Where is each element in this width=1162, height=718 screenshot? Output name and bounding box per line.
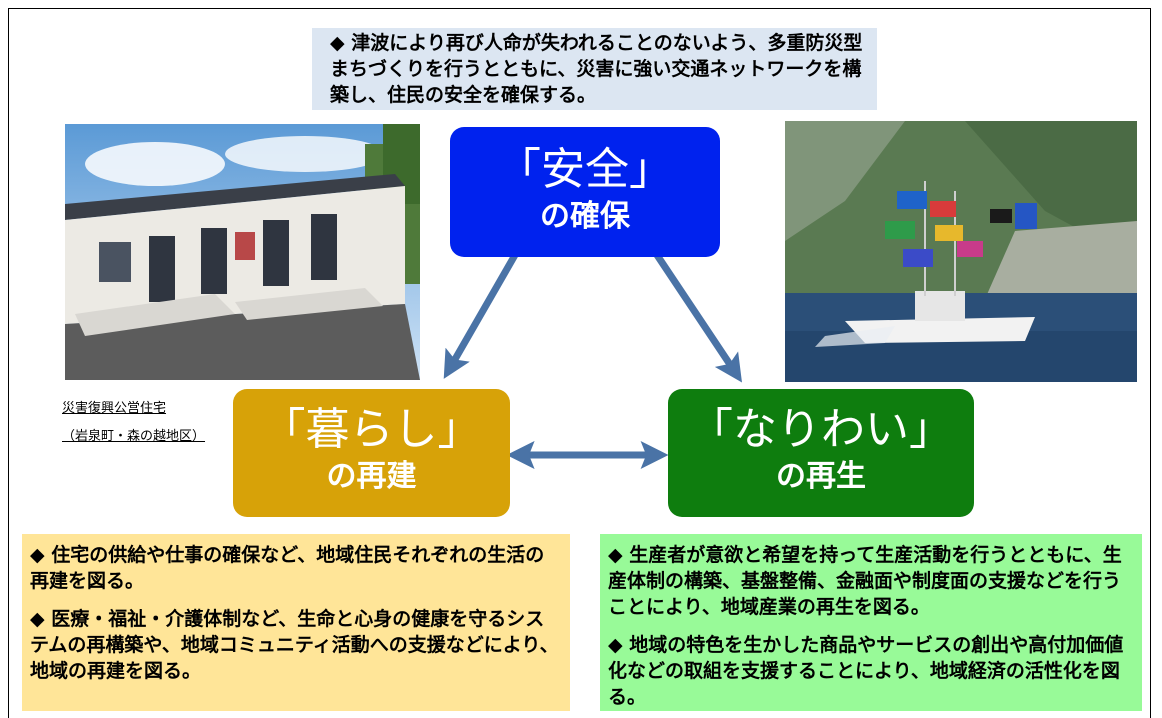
photo-caption-title: 災害復興公営住宅: [62, 401, 167, 416]
safety-subtitle: の確保: [540, 199, 630, 234]
diagram-frame: [8, 8, 1151, 718]
photo-caption-location: （岩泉町・森の越地区）: [62, 429, 206, 444]
livelihood-description: ◆ 生産者が意欲と希望を持って生産活動を行うとともに、生産体制の構築、基盤整備、…: [600, 534, 1142, 711]
arrow-safety-to-livelihood: [654, 253, 742, 383]
living-description-item-1: ◆ 住宅の供給や仕事の確保など、地域住民それぞれの生活の再建を図る。: [30, 544, 545, 592]
livelihood-description-item-1: ◆ 生産者が意欲と希望を持って生産活動を行うとともに、生産体制の構築、基盤整備、…: [608, 544, 1122, 618]
safety-box: 「安全」 の確保: [450, 127, 720, 257]
livelihood-box: 「なりわい」 の再生: [668, 389, 974, 517]
public-housing-photo: [65, 124, 420, 380]
living-subtitle: の再建: [326, 459, 417, 494]
livelihood-title: 「なりわい」: [689, 404, 953, 455]
fishing-boat-photo: [785, 121, 1137, 382]
arrow-safety-to-living: [443, 253, 519, 379]
living-title: 「暮らし」: [261, 404, 482, 455]
livelihood-description-item-2: ◆ 地域の特色を生かした商品やサービスの創出や高付加価値化などの取組を支援するこ…: [608, 634, 1124, 708]
living-box: 「暮らし」 の再建: [233, 389, 510, 517]
safety-title: 「安全」: [497, 144, 673, 195]
living-description-item-2: ◆ 医療・福祉・介護体制など、生命と心身の健康を守るシステムの再構築や、地域コミ…: [30, 608, 559, 682]
safety-description-text: ◆ 津波により再び人命が失われることのないよう、多重防災型まちづくりを行うととも…: [330, 32, 863, 106]
livelihood-subtitle: の再生: [776, 459, 866, 494]
safety-description: ◆ 津波により再び人命が失われることのないよう、多重防災型まちづくりを行うととも…: [312, 28, 877, 110]
living-description: ◆ 住宅の供給や仕事の確保など、地域住民それぞれの生活の再建を図る。 ◆ 医療・…: [22, 534, 570, 711]
